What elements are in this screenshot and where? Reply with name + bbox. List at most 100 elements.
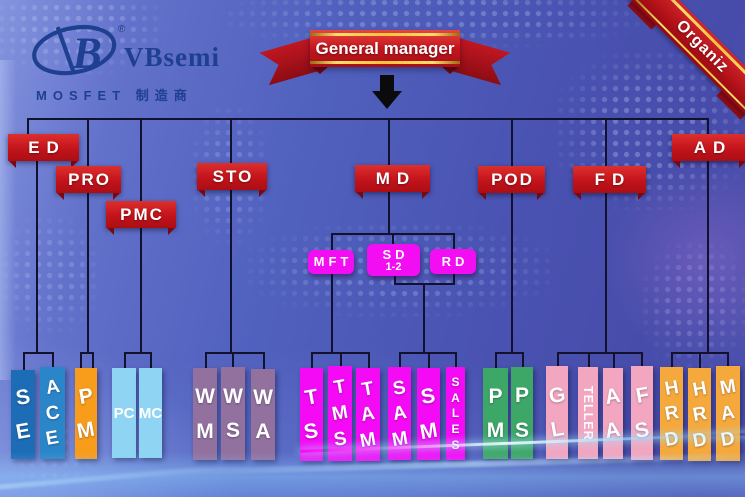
connector-line (605, 118, 607, 167)
connector-line (699, 352, 701, 369)
connector-line (423, 283, 425, 353)
team-letter: D (719, 427, 737, 452)
team-letter: M (718, 375, 738, 400)
team-letter: A (255, 420, 271, 443)
connector-line (368, 352, 370, 369)
team-letter: D (690, 428, 709, 452)
connector-line (388, 192, 390, 234)
team-letter: E (14, 418, 32, 444)
brand-tagline: MOSFET 制造商 (36, 88, 193, 103)
team-letter: C (43, 401, 62, 425)
general-manager-label: General manager (315, 38, 455, 58)
team-letter: D (662, 427, 681, 451)
team-letter: M (358, 428, 378, 452)
team-letter: S (419, 384, 438, 410)
team-letter: S (331, 428, 349, 451)
connector-line (331, 274, 333, 353)
team-letter: S (391, 376, 408, 400)
connector-line (230, 190, 232, 353)
connector-line (140, 228, 142, 353)
connector-line (557, 352, 559, 367)
connector-line (230, 118, 232, 164)
connector-line (455, 352, 457, 368)
team-letter: L (451, 406, 460, 421)
down-arrow-head (372, 91, 402, 109)
team-label: TELLER (581, 385, 595, 441)
connector-line (495, 352, 497, 369)
team-letter: T (332, 376, 348, 399)
connector-line (392, 233, 394, 244)
connector-line (92, 352, 94, 369)
sub-unit-label: RD (441, 253, 469, 269)
team-letter: E (44, 426, 61, 450)
team-label: PC (113, 404, 135, 422)
connector-line (311, 352, 313, 369)
team-letter: P (514, 384, 529, 408)
team-letter: M (486, 419, 505, 442)
down-arrow-icon (380, 75, 394, 92)
team-letter: M (75, 417, 97, 444)
connector-line (80, 352, 82, 369)
corner-ribbon-label: Organiz (672, 17, 732, 77)
connector-line (399, 352, 401, 368)
connector-line (205, 352, 264, 354)
team-letter: M (196, 419, 214, 443)
team-bar-teller: TELLER (578, 367, 598, 459)
connector-line (727, 352, 729, 367)
svg-text:B: B (71, 29, 101, 78)
light-streak (0, 461, 260, 492)
team-label: MC (138, 404, 163, 422)
team-letter: W (253, 386, 273, 409)
general-manager-banner: General manager (310, 30, 460, 67)
connector-line (495, 352, 523, 354)
team-letter: W (223, 384, 243, 408)
connector-line (36, 161, 38, 353)
connector-line (52, 352, 54, 368)
department-box-ad: AD (672, 134, 745, 168)
connector-line (87, 193, 89, 353)
connector-line (23, 352, 54, 354)
sub-unit-label: SD (382, 246, 409, 262)
team-bar-mc: MC (139, 368, 162, 458)
sub-unit-box-rd: RD (430, 249, 476, 274)
team-letter: A (603, 383, 623, 410)
team-letter: P (77, 383, 95, 410)
team-letter: H (662, 376, 681, 400)
connector-line (511, 118, 513, 167)
department-box-pod: POD (478, 166, 545, 200)
connector-line (394, 276, 396, 284)
team-letter: S (451, 374, 460, 389)
sub-unit-box-mft: MFT (308, 250, 354, 274)
sub-unit-label: MFT (313, 254, 353, 269)
team-letter: M (389, 427, 410, 451)
team-letter: E (451, 422, 460, 437)
department-box-sto: STO (197, 163, 267, 197)
connector-line (87, 118, 89, 167)
connector-line (23, 352, 25, 371)
team-letter: S (302, 419, 321, 445)
brand-name: VBsemi (124, 42, 220, 72)
connector-line (453, 274, 455, 284)
connector-line (124, 352, 152, 354)
team-bar-pc: PC (112, 368, 136, 458)
department-box-md: MD (355, 165, 430, 199)
connector-line (707, 118, 709, 135)
department-box-ed: ED (8, 134, 79, 168)
department-box-pmc: PMC (106, 201, 176, 235)
vbsemi-logo-mark: B (32, 25, 117, 78)
team-letter: S (14, 385, 32, 411)
